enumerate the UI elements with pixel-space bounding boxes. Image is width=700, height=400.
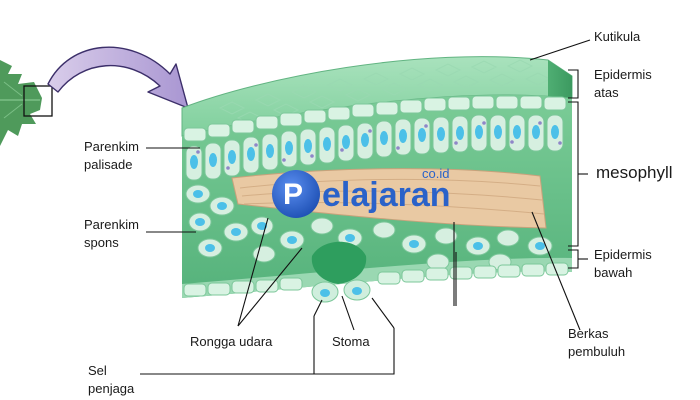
- label-epidermis-atas: Epidermis atas: [594, 67, 652, 100]
- label-stoma: Stoma: [332, 334, 370, 349]
- kutikula-line: [529, 39, 591, 61]
- upper-epidermis: [183, 95, 567, 142]
- zoom-arrow: [47, 46, 189, 109]
- label-parenkim-spons: Parenkim spons: [84, 217, 139, 250]
- label-kutikula: Kutikula: [594, 29, 641, 44]
- spongy-nuclei: [193, 190, 545, 252]
- leaf-icon: [0, 60, 53, 146]
- rongga-line-b: [237, 247, 303, 327]
- leader-lines: [140, 39, 591, 375]
- stoma-line: [341, 295, 355, 331]
- label-parenkim-palisade: Parenkim palisade: [84, 139, 139, 172]
- leaf-block: [181, 56, 573, 303]
- label-mesophyll: mesophyll: [596, 163, 673, 182]
- watermark-text: elajaran: [322, 176, 451, 214]
- lower-epidermis: [183, 262, 569, 297]
- epidermis-atas-bracket: [568, 69, 579, 99]
- guard-cell-nuclei: [320, 287, 362, 297]
- watermark-letter: P: [283, 178, 304, 211]
- chloroplasts: [196, 121, 562, 170]
- label-berkas-pembuluh: Berkas pembuluh: [568, 326, 626, 359]
- zoom-box: [23, 85, 53, 117]
- palisade-nuclei: [190, 125, 559, 169]
- air-space: [311, 241, 367, 284]
- label-sel-penjaga: Sel penjaga: [88, 363, 135, 396]
- label-epidermis-bawah: Epidermis bawah: [594, 247, 652, 280]
- rongga-line-a: [237, 217, 269, 327]
- watermark-suffix: co.id: [422, 166, 450, 181]
- cuticle-texture: [218, 59, 552, 125]
- label-rongga-udara: Rongga udara: [190, 334, 273, 349]
- berkas-line: [531, 211, 581, 331]
- watermark-logo: [272, 170, 320, 218]
- sel-penjaga-bracket: [140, 316, 395, 375]
